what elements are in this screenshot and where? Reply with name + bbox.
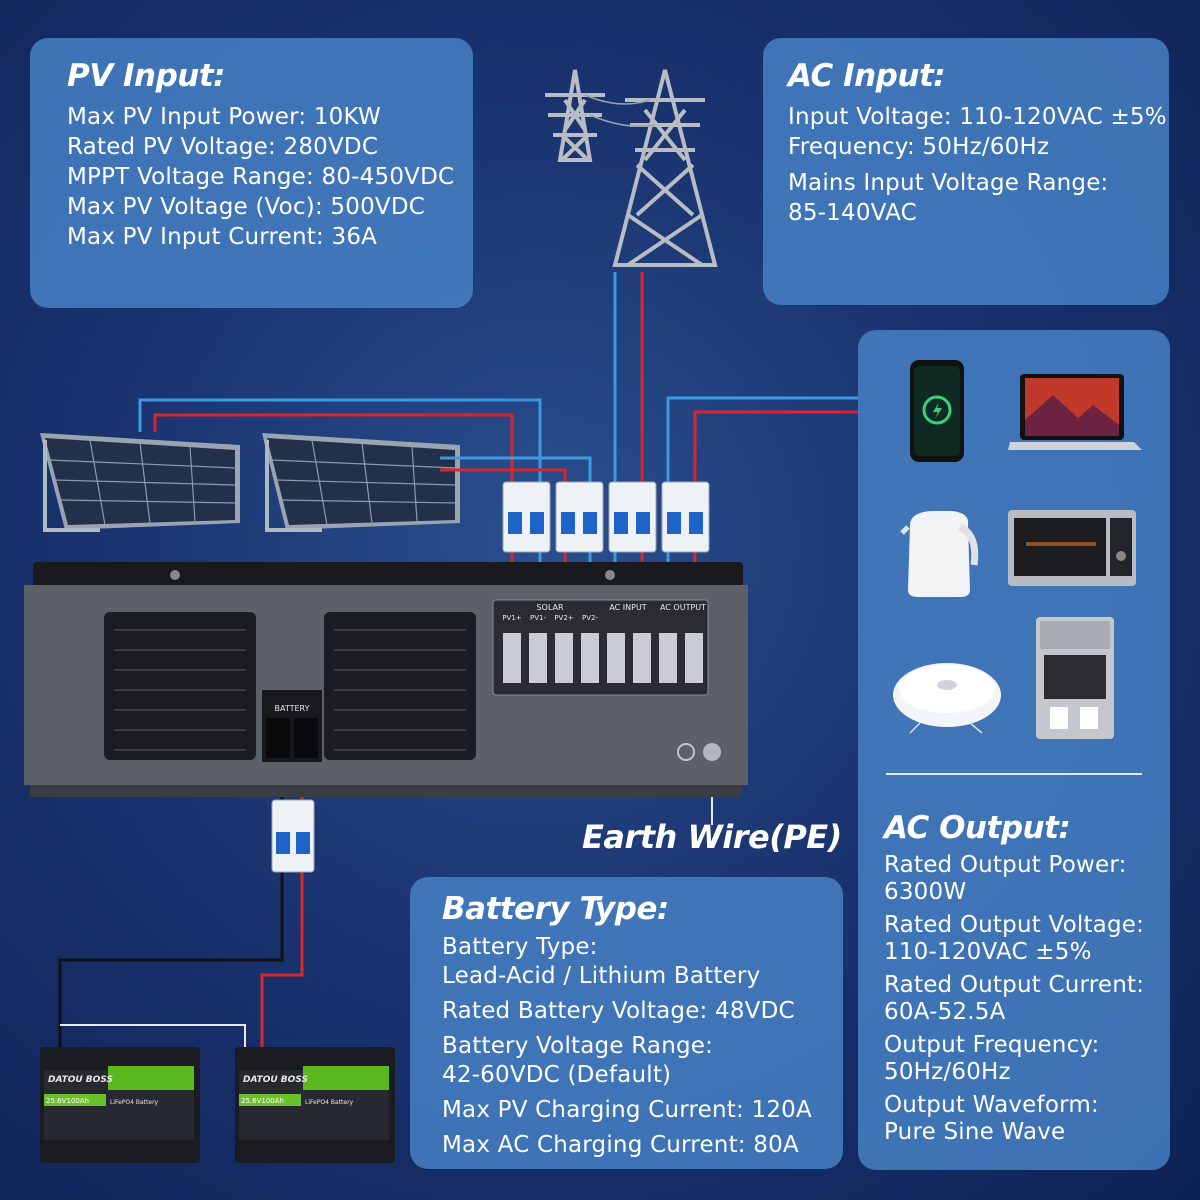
kettle-icon <box>900 511 979 597</box>
transmission-tower-icon <box>545 69 718 267</box>
battery-type-line: Lead-Acid / Lithium Battery <box>442 963 761 989</box>
ac-output-line: Rated Output Current: <box>884 972 1145 998</box>
solar-terminal-label: SOLAR <box>536 603 563 612</box>
ac-input-line: Frequency: 50Hz/60Hz <box>788 134 1050 160</box>
battery-type-line: Battery Voltage Range: <box>442 1033 714 1059</box>
ac-output-line: Rated Output Power: <box>884 852 1127 878</box>
earth-wire-label: Earth Wire(PE) <box>582 818 842 856</box>
robot-vacuum-icon <box>893 663 1001 734</box>
terminal-pv2-plus: PV2+ <box>554 614 573 622</box>
battery-type: LiFePO4 Battery <box>305 1099 354 1106</box>
battery-brand: DATOU BOSS <box>243 1075 308 1085</box>
ac-output-line: 60A-52.5A <box>884 999 1006 1025</box>
solar-panel-icon <box>262 433 460 532</box>
battery-type-title: Battery Type: <box>442 891 669 927</box>
battery-type: LiFePO4 Battery <box>110 1099 159 1106</box>
battery-type-line: Battery Type: <box>442 934 598 960</box>
toaster-oven-icon <box>1008 510 1136 586</box>
ac-output-title: AC Output: <box>884 810 1071 846</box>
ac-output-line: Pure Sine Wave <box>884 1119 1066 1145</box>
ac-output-line: 110-120VAC ±5% <box>884 939 1092 965</box>
ac-input-panel: AC Input: Input Voltage: 110-120VAC ±5% … <box>763 38 1169 305</box>
ac-input-terminal-label: AC INPUT <box>609 603 646 612</box>
ac-output-line: Rated Output Voltage: <box>884 912 1145 938</box>
ac-output-panel: AC Output: Rated Output Power: 6300W Rat… <box>858 330 1170 1170</box>
battery-type-line: Max PV Charging Current: 120A <box>442 1097 812 1123</box>
smartphone-icon <box>910 360 964 462</box>
terminal-pv2-minus: PV2- <box>582 614 598 622</box>
pv-input-panel: PV Input: Max PV Input Power: 10KW Rated… <box>30 38 473 308</box>
ac-output-terminal-label: AC OUTPUT <box>660 603 706 612</box>
pv-input-line: Max PV Voltage (Voc): 500VDC <box>67 194 426 220</box>
ac-input-line: Mains Input Voltage Range: <box>788 170 1109 196</box>
terminal-pv1-plus: PV1+ <box>502 614 521 622</box>
ac-input-line: Input Voltage: 110-120VAC ±5% <box>788 104 1167 130</box>
battery-model: 25.6V100Ah <box>241 1097 284 1105</box>
pv-input-line: Max PV Input Current: 36A <box>67 224 378 250</box>
battery-type-line: 42-60VDC (Default) <box>442 1062 672 1088</box>
battery-model: 25.6V100Ah <box>46 1097 89 1105</box>
battery-icon: DATOU BOSS 25.6V100Ah LiFePO4 Battery <box>235 1047 395 1163</box>
pv-input-line: Rated PV Voltage: 280VDC <box>67 134 379 160</box>
battery-brand: DATOU BOSS <box>48 1075 113 1085</box>
pv-input-line: MPPT Voltage Range: 80-450VDC <box>67 164 455 190</box>
ac-output-line: 6300W <box>884 879 967 905</box>
solar-panel-icon <box>40 433 240 532</box>
pv-input-line: Max PV Input Power: 10KW <box>67 104 381 130</box>
pv-input-title: PV Input: <box>67 58 226 94</box>
breaker-icon <box>271 481 710 873</box>
battery-icon: DATOU BOSS 25.6V100Ah LiFePO4 Battery <box>40 1047 200 1163</box>
coffee-machine-icon <box>1036 617 1114 739</box>
ac-input-title: AC Input: <box>788 58 946 94</box>
laptop-icon <box>1008 374 1142 450</box>
battery-type-line: Max AC Charging Current: 80A <box>442 1132 799 1158</box>
battery-type-panel: Battery Type: Battery Type: Lead-Acid / … <box>410 877 843 1169</box>
battery-terminal-label: BATTERY <box>275 704 310 713</box>
terminal-pv1-minus: PV1- <box>530 614 546 622</box>
inverter-icon: BATTERY SOLAR AC INPUT AC OUTPUT PV1+ PV… <box>24 562 748 797</box>
ac-output-line: Output Frequency: <box>884 1032 1100 1058</box>
battery-type-line: Rated Battery Voltage: 48VDC <box>442 998 795 1024</box>
ac-output-line: Output Waveform: <box>884 1092 1099 1118</box>
divider <box>886 773 1142 775</box>
ac-output-line: 50Hz/60Hz <box>884 1059 1011 1085</box>
ac-input-line: 85-140VAC <box>788 200 917 226</box>
